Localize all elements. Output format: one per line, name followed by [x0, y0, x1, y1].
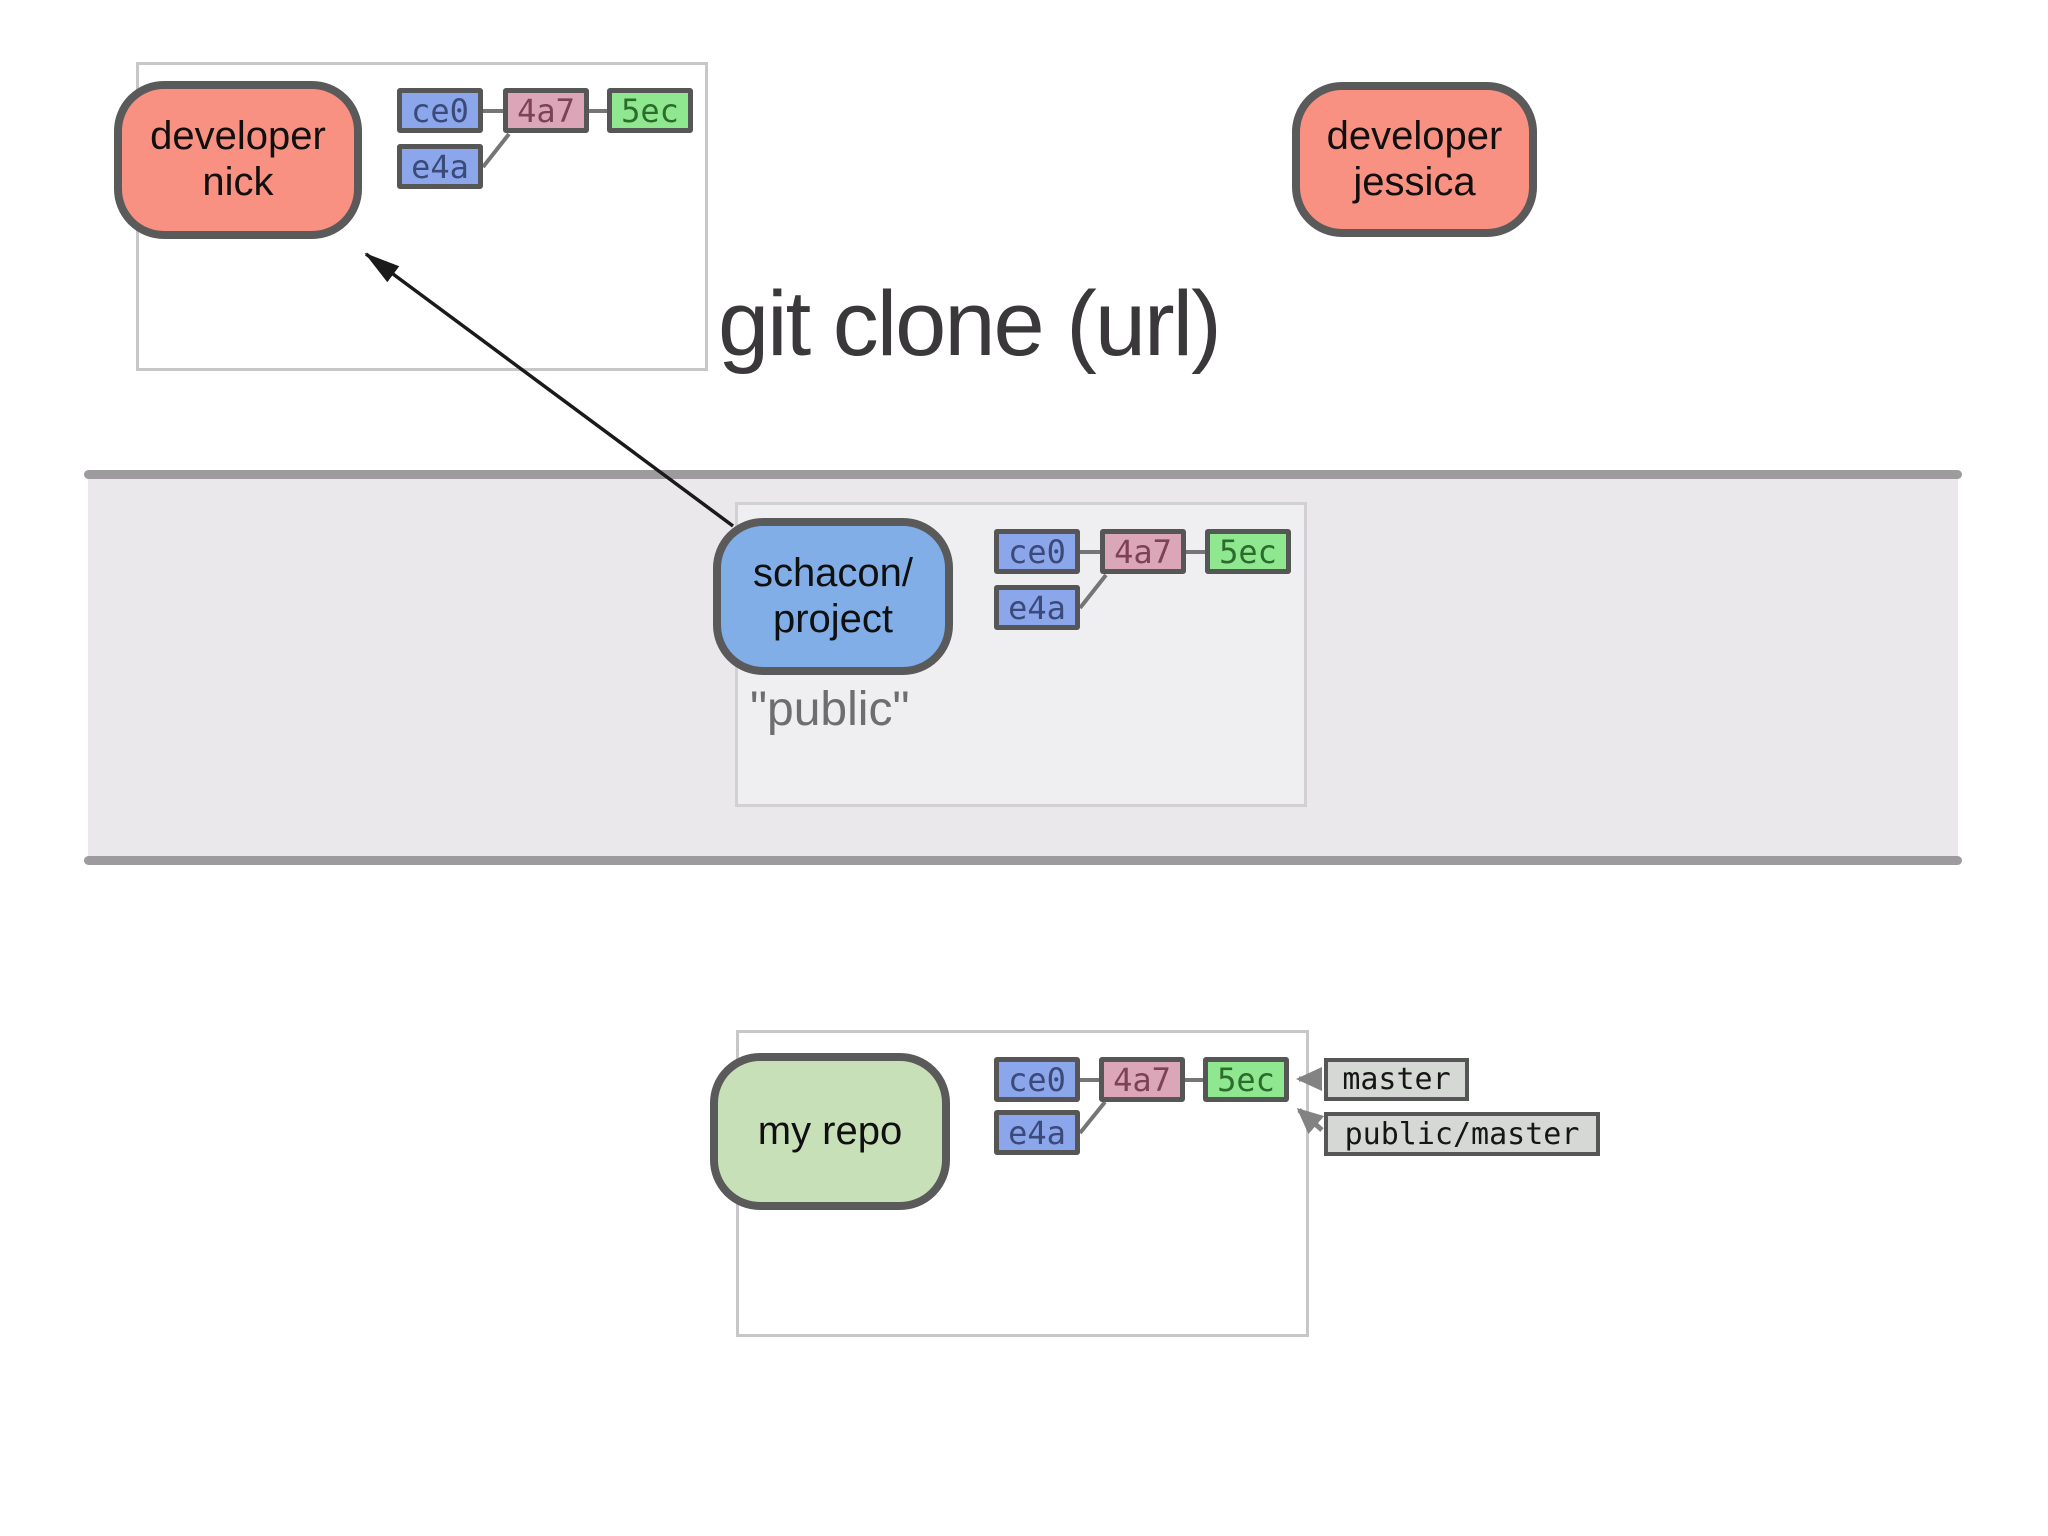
server-band-bottom-line: [84, 856, 1962, 865]
caption-git-clone: git clone (url): [718, 273, 1222, 375]
commit-4a7: 4a7: [503, 88, 589, 133]
my-repo-label: my repo: [757, 1108, 903, 1153]
public-repo-line1: schacon/: [752, 550, 914, 595]
developer-jessica-pill: developer jessica: [1292, 82, 1537, 237]
developer-nick-pill: developer nick: [114, 81, 362, 239]
commit-ce0: ce0: [397, 88, 483, 133]
developer-nick-line2: nick: [202, 160, 274, 204]
developer-jessica-line2: jessica: [1353, 159, 1476, 204]
commit-4a7: 4a7: [1099, 1057, 1185, 1102]
developer-nick-line1: developer: [150, 114, 326, 159]
server-band-top-line: [84, 470, 1962, 479]
commit-e4a: e4a: [994, 585, 1080, 630]
master-ref-label: master: [1324, 1058, 1469, 1101]
commit-5ec: 5ec: [1203, 1057, 1289, 1102]
commit-5ec: 5ec: [607, 88, 693, 133]
commit-5ec: 5ec: [1205, 529, 1291, 574]
commit-e4a: e4a: [994, 1110, 1080, 1155]
public-repo-pill: schacon/ project: [713, 518, 953, 675]
commit-4a7: 4a7: [1100, 529, 1186, 574]
public-note: "public": [750, 683, 910, 736]
commit-ce0: ce0: [994, 529, 1080, 574]
public-master-ref-label: public/master: [1324, 1112, 1600, 1156]
public-repo-line2: project: [772, 596, 894, 641]
developer-jessica-line1: developer: [1326, 113, 1503, 158]
my-repo-pill: my repo: [710, 1053, 950, 1210]
commit-e4a: e4a: [397, 144, 483, 189]
commit-ce0: ce0: [994, 1057, 1080, 1102]
